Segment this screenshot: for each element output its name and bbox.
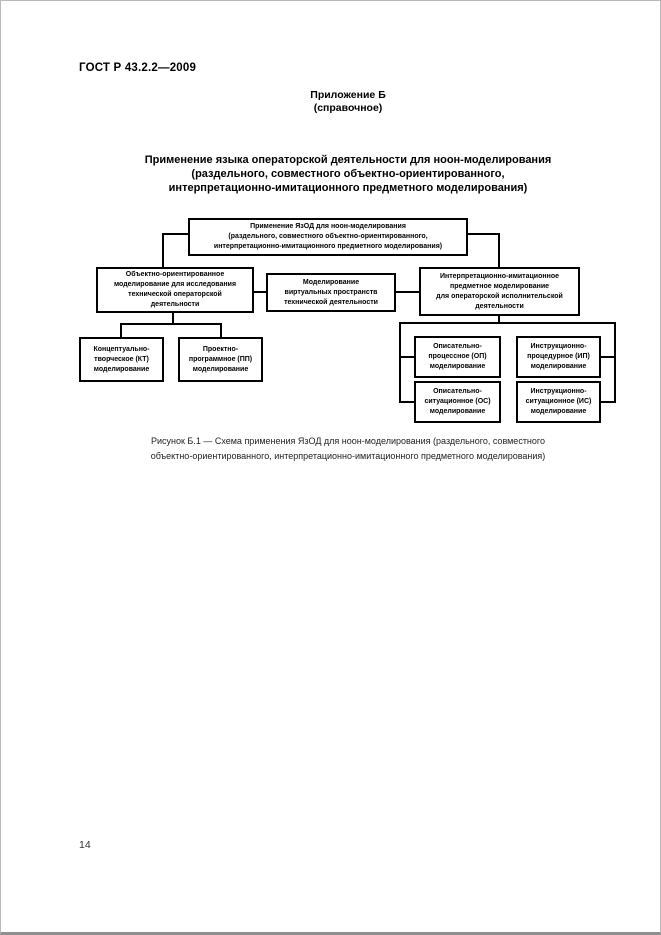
connector-line (172, 312, 174, 324)
connector-line (399, 322, 401, 403)
connector-line (399, 356, 415, 358)
box-line: Объектно-ориентированное (125, 271, 225, 278)
page-number: 14 (79, 839, 91, 851)
diagram-box-op-modeling: Описательно- процессное (ОП) моделирован… (414, 336, 501, 378)
box-line: программное (ПП) (188, 355, 253, 363)
appendix-type: (справочное) (313, 102, 383, 114)
diagram-box-ip-modeling: Инструкционно- процедурное (ИП) моделиро… (516, 336, 601, 378)
connector-line (120, 323, 222, 325)
box-line: процедурное (ИП) (527, 353, 590, 360)
box-line: моделирование (530, 363, 587, 370)
title-line: интерпретационно-имитационного предметно… (168, 182, 528, 194)
connector-line (162, 233, 190, 235)
diagram-box-interpretation-imitation-modeling: Интерпретационно-имитационное предметное… (419, 267, 580, 316)
box-line: моделирование для исследования (113, 281, 237, 288)
caption-line: Рисунок Б.1 — Схема применения ЯзОД для … (150, 436, 546, 446)
connector-line (600, 401, 616, 403)
connector-line (614, 322, 616, 403)
box-line: Инструкционно- (530, 343, 587, 350)
box-line: Интерпретационно-имитационное (439, 272, 560, 280)
diagram-box-object-oriented-modeling: Объектно-ориентированное моделирование д… (96, 267, 254, 313)
connector-line (254, 291, 268, 293)
box-line: ситуационное (ИС) (525, 398, 592, 405)
diagram-box-pp-modeling: Проектно- программное (ПП) моделирование (178, 337, 263, 382)
connector-line (162, 233, 164, 267)
caption-line: объектно-ориентированного, интерпретацио… (150, 450, 546, 461)
box-line: Моделирование (302, 278, 360, 286)
box-line: моделирование (429, 363, 486, 370)
box-line: Описательно- (433, 343, 482, 350)
box-line: Применение ЯзОД для ноон-моделирования (250, 223, 406, 230)
box-line: интерпретационно-имитационного предметно… (213, 243, 443, 250)
diagram-box-os-modeling: Описательно- ситуационное (ОС) моделиров… (414, 381, 501, 423)
connector-line (466, 233, 500, 235)
box-line: ситуационное (ОС) (424, 398, 491, 405)
connector-line (498, 233, 500, 267)
box-line: технической операторской (128, 291, 222, 298)
connector-line (399, 322, 616, 324)
box-line: деятельности (150, 301, 200, 308)
diagram-box-kt-modeling: Концептуально- творческое (КТ) моделиров… (79, 337, 164, 382)
appendix-label: Приложение Б (310, 89, 386, 101)
title-line: Применение языка операторской деятельнос… (144, 154, 552, 166)
appendix-heading: Приложение Б (справочное) (37, 89, 659, 115)
diagram-box-is-modeling: Инструкционно- ситуационное (ИС) моделир… (516, 381, 601, 423)
box-line: Проектно- (202, 345, 239, 353)
box-line: Описательно- (433, 388, 482, 395)
box-line: (раздельного, совместного объектно-ориен… (228, 233, 428, 240)
box-line: моделирование (192, 365, 249, 373)
box-line: для операторской исполнительской (436, 292, 563, 300)
box-line: Концептуально- (93, 345, 150, 353)
box-line: процессное (ОП) (428, 353, 487, 360)
box-line: моделирование (429, 408, 486, 415)
connector-line (394, 291, 419, 293)
connector-line (498, 315, 500, 323)
box-line: деятельности (475, 302, 524, 310)
connector-line (600, 356, 616, 358)
figure-caption: Рисунок Б.1 — Схема применения ЯзОД для … (37, 434, 659, 463)
box-line: виртуальных пространств (284, 288, 378, 296)
box-line: моделирование (93, 365, 150, 373)
connector-line (220, 323, 222, 338)
title-line: (раздельного, совместного объектно-ориен… (191, 168, 505, 180)
box-line: моделирование (530, 408, 587, 415)
figure-title: Применение языка операторской деятельнос… (37, 153, 659, 195)
diagram-box-virtual-spaces-modeling: Моделирование виртуальных пространств те… (266, 273, 396, 312)
connector-line (399, 401, 415, 403)
diagram-box-yazod-application: Применение ЯзОД для ноон-моделирования (… (188, 218, 468, 256)
box-line: творческое (КТ) (94, 355, 149, 363)
box-line: технической деятельности (284, 298, 378, 306)
standard-number: ГОСТ Р 43.2.2—2009 (79, 62, 197, 74)
box-line: предметное моделирование (449, 282, 550, 290)
connector-line (120, 323, 122, 338)
box-line: Инструкционно- (530, 388, 587, 395)
